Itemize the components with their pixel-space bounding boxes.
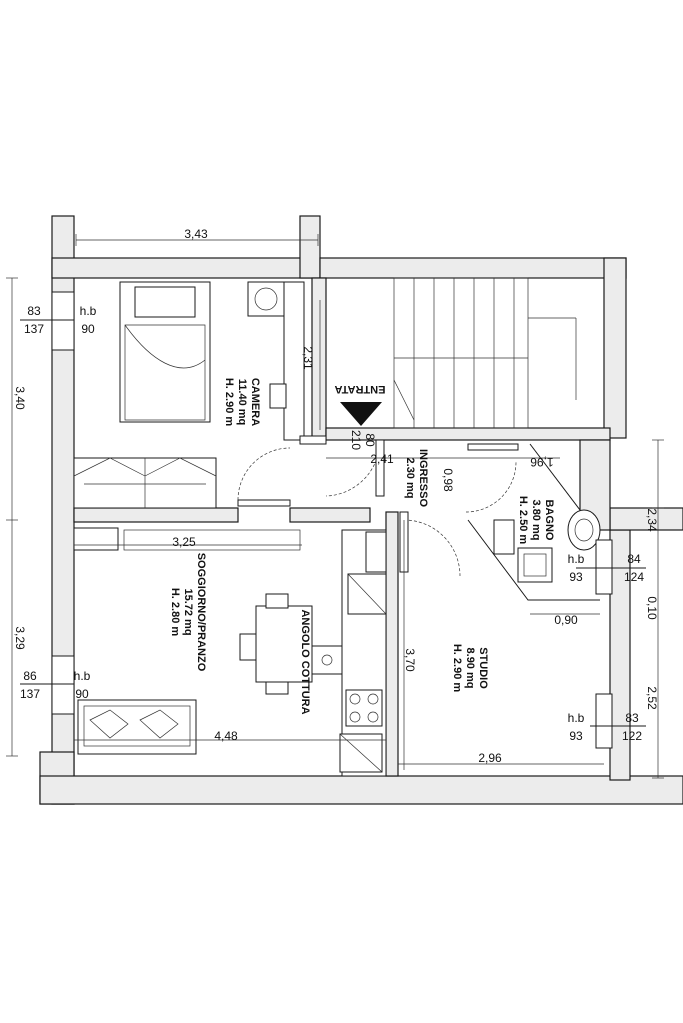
window-label-1: 83 137 h.b 90 xyxy=(24,304,97,336)
dining-table xyxy=(255,605,313,683)
bed-pillow xyxy=(134,286,196,318)
dimension-lines xyxy=(6,234,664,779)
room-label-angolo: ANGOLO COTTURA xyxy=(299,609,311,714)
dim-bagno-width: 1,96 xyxy=(530,455,554,469)
dim-left-lower: 3,29 xyxy=(13,626,27,650)
w3-sill: 93 xyxy=(569,570,583,584)
dim-bagno-offset: 0,90 xyxy=(554,613,578,627)
ingresso-area: 2.30 mq xyxy=(404,458,416,499)
furniture xyxy=(73,281,613,777)
window-label-2: 86 137 h.b 90 xyxy=(20,669,91,701)
doors xyxy=(237,435,519,577)
dim-left-upper: 3,40 xyxy=(13,386,27,410)
wall-top-right xyxy=(319,257,627,279)
sink xyxy=(311,645,343,675)
dim-ingresso-width: 2,41 xyxy=(370,452,394,466)
wall-top-left xyxy=(51,257,321,279)
entrance-door-size: 80 210 xyxy=(349,430,377,450)
bagno-height: H. 2.50 m xyxy=(517,496,529,545)
room-label-bagno: BAGNO 3.80 mq H. 2.50 m xyxy=(517,496,555,545)
w2-sill: 90 xyxy=(75,687,89,701)
w1-height: 137 xyxy=(24,322,44,336)
entrata-name: ENTRATA xyxy=(334,383,385,395)
w2-width: 86 xyxy=(23,669,37,683)
dimension-labels: 3,43 3,40 3,29 2,31 2,41 0,98 1,96 3,25 … xyxy=(13,227,659,765)
wall-camera-soggiorno-2 xyxy=(289,507,371,523)
room-label-camera: CAMERA 11.40 mq H. 2.90 m xyxy=(223,378,261,427)
wall-kitchen-studio xyxy=(385,511,399,777)
window-label-4: h.b 93 83 122 xyxy=(568,711,646,743)
room-label-soggiorno: SOGGIORNO/PRANZO 15.72 mq H. 2.80 m xyxy=(169,553,207,672)
entrata-door-width: 80 xyxy=(363,433,377,447)
dim-soggiorno-width: 4,48 xyxy=(214,729,238,743)
staircase xyxy=(393,277,577,429)
toilet xyxy=(493,519,515,555)
entrata-door-height: 210 xyxy=(349,430,363,450)
entrance-door xyxy=(375,439,385,497)
camera-height: H. 2.90 m xyxy=(223,378,235,427)
nightstand xyxy=(247,281,285,317)
wall-right-upper xyxy=(603,257,627,439)
w1-sill-label: h.b xyxy=(80,304,97,318)
camera-name: CAMERA xyxy=(249,378,261,426)
room-label-ingresso: INGRESSO 2.30 mq xyxy=(404,449,429,508)
dim-kitchen-length: 3,70 xyxy=(403,648,417,672)
w3-sill-label: h.b xyxy=(568,552,585,566)
soggiorno-area: 15.72 mq xyxy=(182,588,194,635)
w3-width: 84 xyxy=(627,552,641,566)
ingresso-name: INGRESSO xyxy=(417,449,429,508)
w1-sill: 90 xyxy=(81,322,95,336)
wall-bottom xyxy=(39,775,683,805)
room-label-studio: STUDIO 8.90 mq H. 2.90 m xyxy=(451,644,489,693)
entrance-arrow xyxy=(340,402,382,426)
dim-studio-width: 2,96 xyxy=(478,751,502,765)
dim-right-mid: 0,10 xyxy=(645,596,659,620)
w3-height: 124 xyxy=(624,570,644,584)
w4-height: 122 xyxy=(622,729,642,743)
dim-top-width: 3,43 xyxy=(184,227,208,241)
desk xyxy=(283,281,305,441)
camera-area: 11.40 mq xyxy=(236,379,248,425)
studio-name: STUDIO xyxy=(477,647,489,689)
soggiorno-name: SOGGIORNO/PRANZO xyxy=(195,553,207,672)
w2-height: 137 xyxy=(20,687,40,701)
bagno-name: BAGNO xyxy=(543,500,555,541)
window-label-3: h.b 93 84 124 xyxy=(568,552,645,584)
studio-area: 8.90 mq xyxy=(464,648,476,689)
dim-right-upper: 2,34 xyxy=(645,508,659,532)
soggiorno-height: H. 2.80 m xyxy=(169,588,181,637)
studio-height: H. 2.90 m xyxy=(451,644,463,693)
studio-window-sill xyxy=(595,539,613,595)
shower-tray xyxy=(517,547,553,583)
angolo-name: ANGOLO COTTURA xyxy=(299,609,311,714)
dim-ingresso-height: 0,98 xyxy=(441,468,455,492)
windows xyxy=(20,291,646,715)
dim-camera-inner: 2,31 xyxy=(301,346,315,370)
w4-sill: 93 xyxy=(569,729,583,743)
bagno-area: 3.80 mq xyxy=(530,500,542,541)
dim-right-lower: 2,52 xyxy=(645,686,659,710)
dim-soggiorno-inner: 3,25 xyxy=(172,535,196,549)
sideboard xyxy=(73,527,119,551)
room-label-entrata: ENTRATA xyxy=(334,383,385,395)
w4-sill-label: h.b xyxy=(568,711,585,725)
wall-camera-soggiorno xyxy=(73,507,239,523)
w2-sill-label: h.b xyxy=(74,669,91,683)
w4-width: 83 xyxy=(625,711,639,725)
washbasin xyxy=(567,509,601,551)
stove xyxy=(345,689,383,727)
wall-top-stub xyxy=(299,215,321,279)
w1-width: 83 xyxy=(27,304,41,318)
